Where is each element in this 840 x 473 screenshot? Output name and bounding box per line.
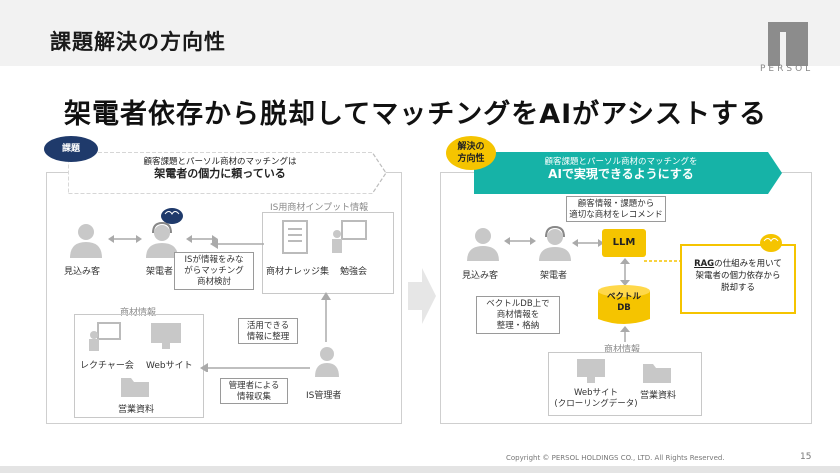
llm-db-arrow (620, 258, 630, 286)
solution-banner: 顧客課題とパーソル商材のマッチングを AIで実現できるようにする (476, 156, 766, 180)
collect-note-line2: 情報収集 (236, 392, 271, 402)
document-icon (282, 220, 308, 254)
issue-website-label: Webサイト (146, 361, 193, 371)
logo-text: PERSOL (760, 64, 814, 74)
issue-banner: 顧客課題とパーソル商材のマッチングは 架電者の個力に頼っている (70, 156, 370, 180)
solution-badge-line2: 方向性 (457, 154, 485, 164)
slide-title: 課題解決の方向性 (50, 30, 226, 54)
organize-note-line1: 活用できる (246, 321, 290, 331)
info-db-arrow (620, 326, 630, 342)
rag-line1: RAGの仕組みを用いて (682, 258, 794, 270)
page-number: 15 (800, 452, 812, 462)
solution-banner-line2: AIで実現できるようにする (548, 167, 694, 181)
rag-line2: 架電者の個力依存から (695, 271, 781, 281)
vector-note-box: ベクトルDB上で 商材情報を 整理・格納 (476, 296, 560, 334)
presentation-icon (332, 220, 367, 253)
solution-caller-label: 架電者 (540, 271, 568, 281)
vector-db-line1: ベクトル (606, 292, 641, 302)
headline: 架電者依存から脱却してマッチングをAIがアシストする (64, 99, 768, 130)
input-info-title: IS用商材インプット情報 (270, 203, 369, 213)
vector-db-label: ベクトル DB (596, 292, 652, 314)
solution-badge-line1: 解決の (457, 142, 485, 152)
caller-note-box: ISが情報をみな がらマッチング 商材検討 (174, 252, 254, 290)
lecture-label: レクチャー会 (80, 361, 134, 371)
solution-caller-icon (539, 226, 571, 261)
knowledge-label: 商材ナレッジ集 (266, 267, 330, 277)
solution-badge: 解決の 方向性 (446, 136, 496, 170)
organize-note-line2: 情報に整理 (246, 332, 290, 342)
double-arrow-icon-3 (504, 237, 536, 245)
issue-caller-label: 架電者 (146, 267, 174, 277)
rag-line1-rest: の仕組みを用いて (714, 259, 782, 269)
brain-icon (161, 208, 183, 224)
admin-label: IS管理者 (306, 391, 342, 401)
left-arrow-icon (210, 239, 264, 249)
vector-note-line1: ベクトルDB上で (486, 299, 550, 309)
caller-note-line3: 商材検討 (196, 277, 231, 287)
solution-website-line2: (クローリングデータ) (554, 399, 638, 409)
vector-note-line2: 商材情報を (496, 310, 540, 320)
flow-connectors (200, 292, 331, 372)
persol-logo (768, 22, 808, 66)
issue-badge: 課題 (44, 136, 98, 162)
organize-note-box: 活用できる 情報に整理 (238, 318, 298, 344)
caller-note-line1: ISが情報をみな (184, 255, 244, 265)
issue-panel (46, 172, 402, 424)
issue-banner-line2: 架電者の個力に頼っている (154, 167, 286, 180)
recommend-note-box: 顧客情報・課題から 適切な商材をレコメンド (566, 196, 666, 222)
lecture-icon (89, 322, 121, 351)
caller-headset-icon (146, 222, 178, 258)
recommend-note-line2: 適切な商材をレコメンド (569, 210, 663, 220)
caller-note-line2: がらマッチング (184, 266, 244, 276)
solution-info-box (548, 352, 702, 416)
monitor-icon (151, 323, 181, 349)
solution-website-line1: Webサイト (573, 388, 619, 398)
vector-db-icon (598, 285, 650, 324)
header-bar (0, 0, 840, 66)
rag-line3: 脱却する (720, 283, 755, 293)
llm-box: LLM (602, 229, 646, 257)
double-arrow-icon (108, 235, 142, 243)
solution-website-label: Webサイト (クローリングデータ) (554, 388, 638, 410)
double-arrow-icon-4 (572, 239, 604, 247)
issue-info-title: 商材情報 (120, 308, 157, 318)
double-arrow-icon-2 (186, 235, 218, 243)
study-label: 勉強会 (340, 267, 368, 277)
issue-banner-arrow (68, 152, 387, 194)
vector-note-line3: 整理・格納 (496, 321, 540, 331)
solution-banner-arrow (474, 152, 782, 194)
issue-banner-line1: 顧客課題とパーソル商材のマッチングは (143, 157, 297, 167)
solution-monitor-icon (577, 359, 605, 383)
issue-prospect-label: 見込み客 (64, 267, 101, 277)
collect-note-line1: 管理者による (228, 381, 280, 391)
vector-db-line2: DB (617, 303, 631, 313)
rag-box: RAGの仕組みを用いて 架電者の個力依存から 脱却する (680, 244, 796, 314)
recommend-note-line1: 顧客情報・課題から (577, 199, 655, 209)
copyright: Copyright © PERSOL HOLDINGS CO., LTD. Al… (506, 454, 725, 462)
collect-note-box: 管理者による 情報収集 (220, 378, 288, 404)
input-info-box (262, 212, 394, 294)
rag-arrow (644, 260, 680, 262)
folder-icon (121, 378, 149, 397)
prospect-person-icon (70, 224, 102, 258)
footer-bar (0, 466, 840, 473)
solution-folder-icon (643, 364, 671, 383)
solution-sales-label: 営業資料 (640, 391, 677, 401)
transition-arrow-icon (408, 268, 436, 324)
rag-brain-icon (760, 234, 782, 252)
rag-term: RAG (694, 259, 715, 269)
solution-prospect-label: 見込み客 (462, 271, 499, 281)
solution-prospect-icon (467, 228, 499, 261)
solution-banner-line1: 顧客課題とパーソル商材のマッチングを (544, 157, 698, 167)
admin-person-icon (315, 347, 339, 377)
issue-sales-label: 営業資料 (118, 405, 155, 415)
solution-info-title: 商材情報 (604, 345, 641, 355)
